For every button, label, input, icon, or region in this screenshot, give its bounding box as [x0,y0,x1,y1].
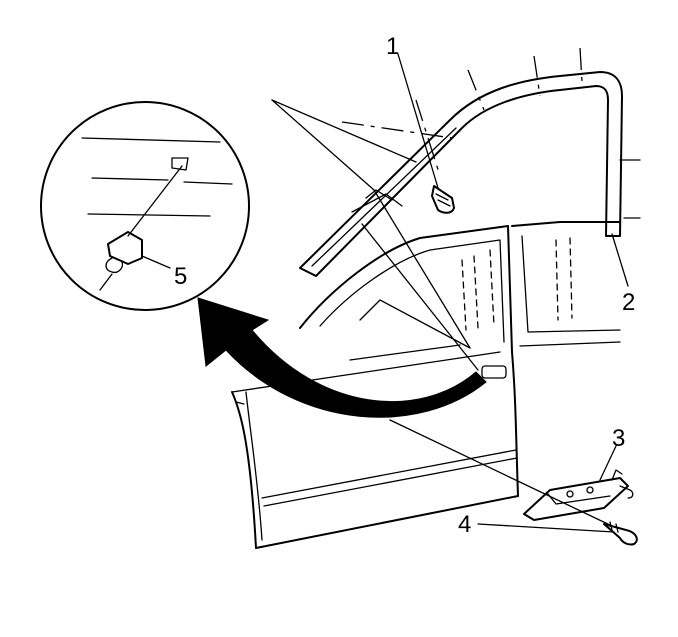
screw-alignment-line [389,419,613,527]
zoom-detail-circle [40,101,250,311]
callout-1: 1 [386,33,399,60]
callout-leaders [477,233,629,533]
transfer-arrow [197,297,487,418]
callout-4: 4 [458,511,471,538]
door-body [231,159,641,549]
retainer-fastener [397,53,455,214]
leader-lines [271,99,479,371]
callout-2: 2 [622,289,635,316]
lower-bracket [523,469,634,521]
callout-3: 3 [612,425,625,452]
lower-screw [603,521,638,546]
alignment-lines [341,47,583,177]
callout-5: 5 [174,263,187,290]
